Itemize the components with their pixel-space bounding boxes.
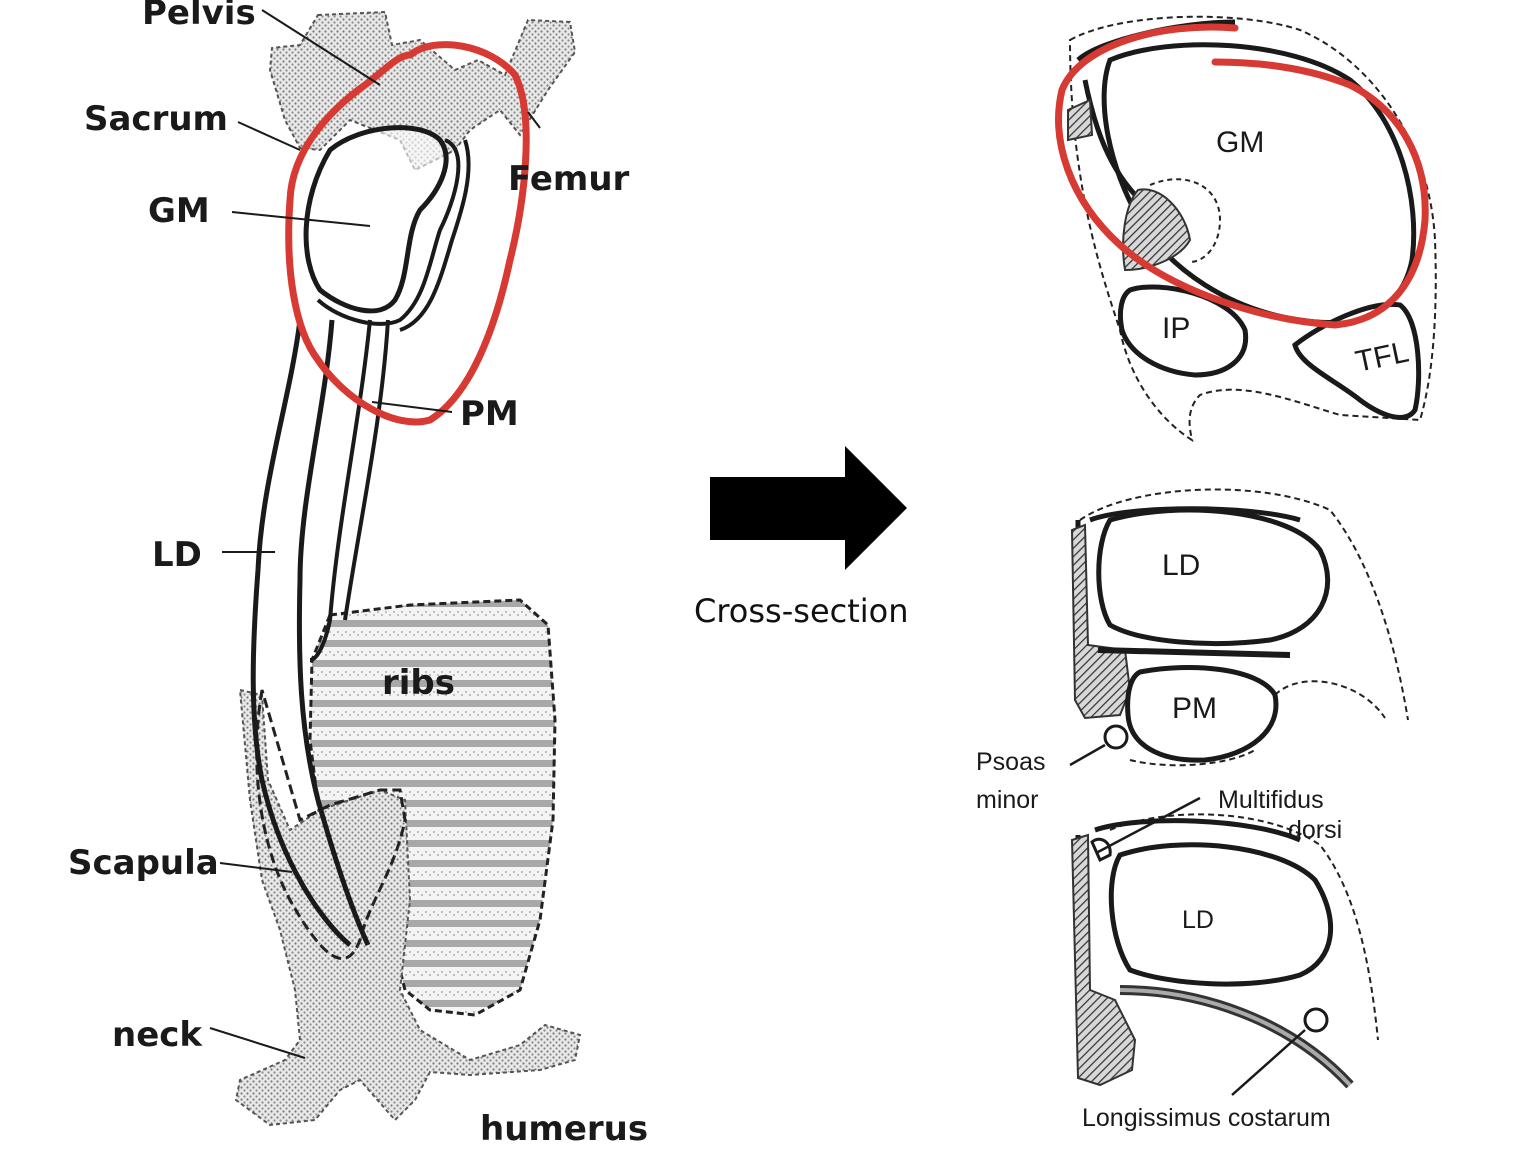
pm-muscle-section	[1125, 664, 1279, 763]
scapula-leader	[219, 862, 293, 873]
ld-pm-membrane	[1097, 647, 1291, 658]
pm-muscle-strip	[309, 319, 372, 662]
label-sacrum: Sacrum	[84, 99, 228, 139]
label-gm-right: GM	[1216, 126, 1264, 159]
label-multifidus-1: Multifidus	[1218, 786, 1324, 814]
label-femur: Femur	[508, 159, 630, 199]
ld-bottom-muscle	[1108, 842, 1334, 987]
label-ld-middle: LD	[1162, 549, 1200, 582]
label-ld-bottom: LD	[1182, 906, 1214, 934]
ld-muscle-strip	[250, 319, 352, 947]
label-psoas-minor-1: Psoas	[976, 748, 1045, 776]
longissimus-leader	[1231, 1029, 1306, 1096]
psoas-minor-leader	[1069, 743, 1106, 767]
scapula-neck-bone	[234, 688, 582, 1127]
pelvis-leader	[261, 9, 381, 86]
arrow-right-icon	[710, 446, 907, 570]
femur-muscle-band	[399, 139, 471, 332]
gm-section-muscle	[1101, 42, 1417, 325]
label-neck: neck	[112, 1015, 203, 1055]
gm-cross-section: GM IP TFL	[1055, 15, 1437, 443]
tfl-muscle	[1292, 301, 1422, 420]
multifidus-leader	[1097, 796, 1201, 854]
rib-bone-curve-inner	[1119, 988, 1352, 1087]
femur-leader	[527, 111, 541, 129]
label-psoas-minor-2: minor	[976, 786, 1039, 814]
gm-section-bone-small	[1067, 98, 1094, 142]
scapula-outline	[255, 689, 407, 960]
label-longissimus: Longissimus costarum	[1082, 1104, 1331, 1132]
cross-section-arrow-group: Cross-section	[694, 446, 909, 630]
label-pm-left: PM	[460, 394, 519, 434]
ld-bottom-outer-dashed	[1109, 813, 1379, 1041]
gm-section-inner-dashed	[1149, 178, 1222, 263]
rib-bone-curve	[1119, 985, 1354, 1089]
pm-leader	[371, 401, 453, 413]
highlight-circle-right	[1055, 23, 1429, 329]
left-carcass-side-view: Pelvis Sacrum GM Femur PM LD ribs Scapul…	[68, 0, 648, 1149]
label-humerus: humerus	[480, 1109, 648, 1149]
label-gm-left: GM	[148, 191, 210, 231]
longissimus-muscle	[1303, 1007, 1329, 1033]
pelvis-bone	[268, 10, 577, 172]
ld-muscle-strip-inner	[296, 319, 371, 947]
label-ld-left: LD	[152, 535, 202, 575]
label-ip: IP	[1162, 312, 1190, 345]
gm-leader	[231, 211, 371, 227]
sacrum-leader	[237, 121, 301, 151]
label-ribs: ribs	[382, 663, 455, 703]
psoas-minor-muscle	[1103, 724, 1129, 750]
ld-pm-cross-section: LD PM Psoas minor	[976, 488, 1409, 814]
ld-bottom-spine-bone	[1070, 833, 1137, 1087]
pm-muscle-strip-inner	[343, 319, 390, 621]
gm-section-bone	[1122, 188, 1192, 272]
label-pelvis: Pelvis	[142, 0, 256, 33]
highlight-circle-left	[285, 41, 530, 426]
label-scapula: Scapula	[68, 843, 219, 883]
gm-muscle	[303, 125, 449, 314]
ld-middle-muscle	[1096, 507, 1331, 646]
gm-muscle-outer	[316, 138, 461, 326]
arrow-caption: Cross-section	[694, 592, 909, 630]
gm-section-outer-dashed	[1068, 15, 1437, 443]
ld-longissimus-cross-section: Multifidus dorsi LD Longissimus costarum	[1070, 786, 1379, 1132]
neck-leader	[209, 1027, 306, 1059]
ribs-cage	[308, 598, 557, 1017]
ld-pm-outer-dashed	[1079, 488, 1409, 767]
label-multifidus-2: dorsi	[1288, 816, 1342, 844]
label-pm-right: PM	[1172, 692, 1217, 725]
